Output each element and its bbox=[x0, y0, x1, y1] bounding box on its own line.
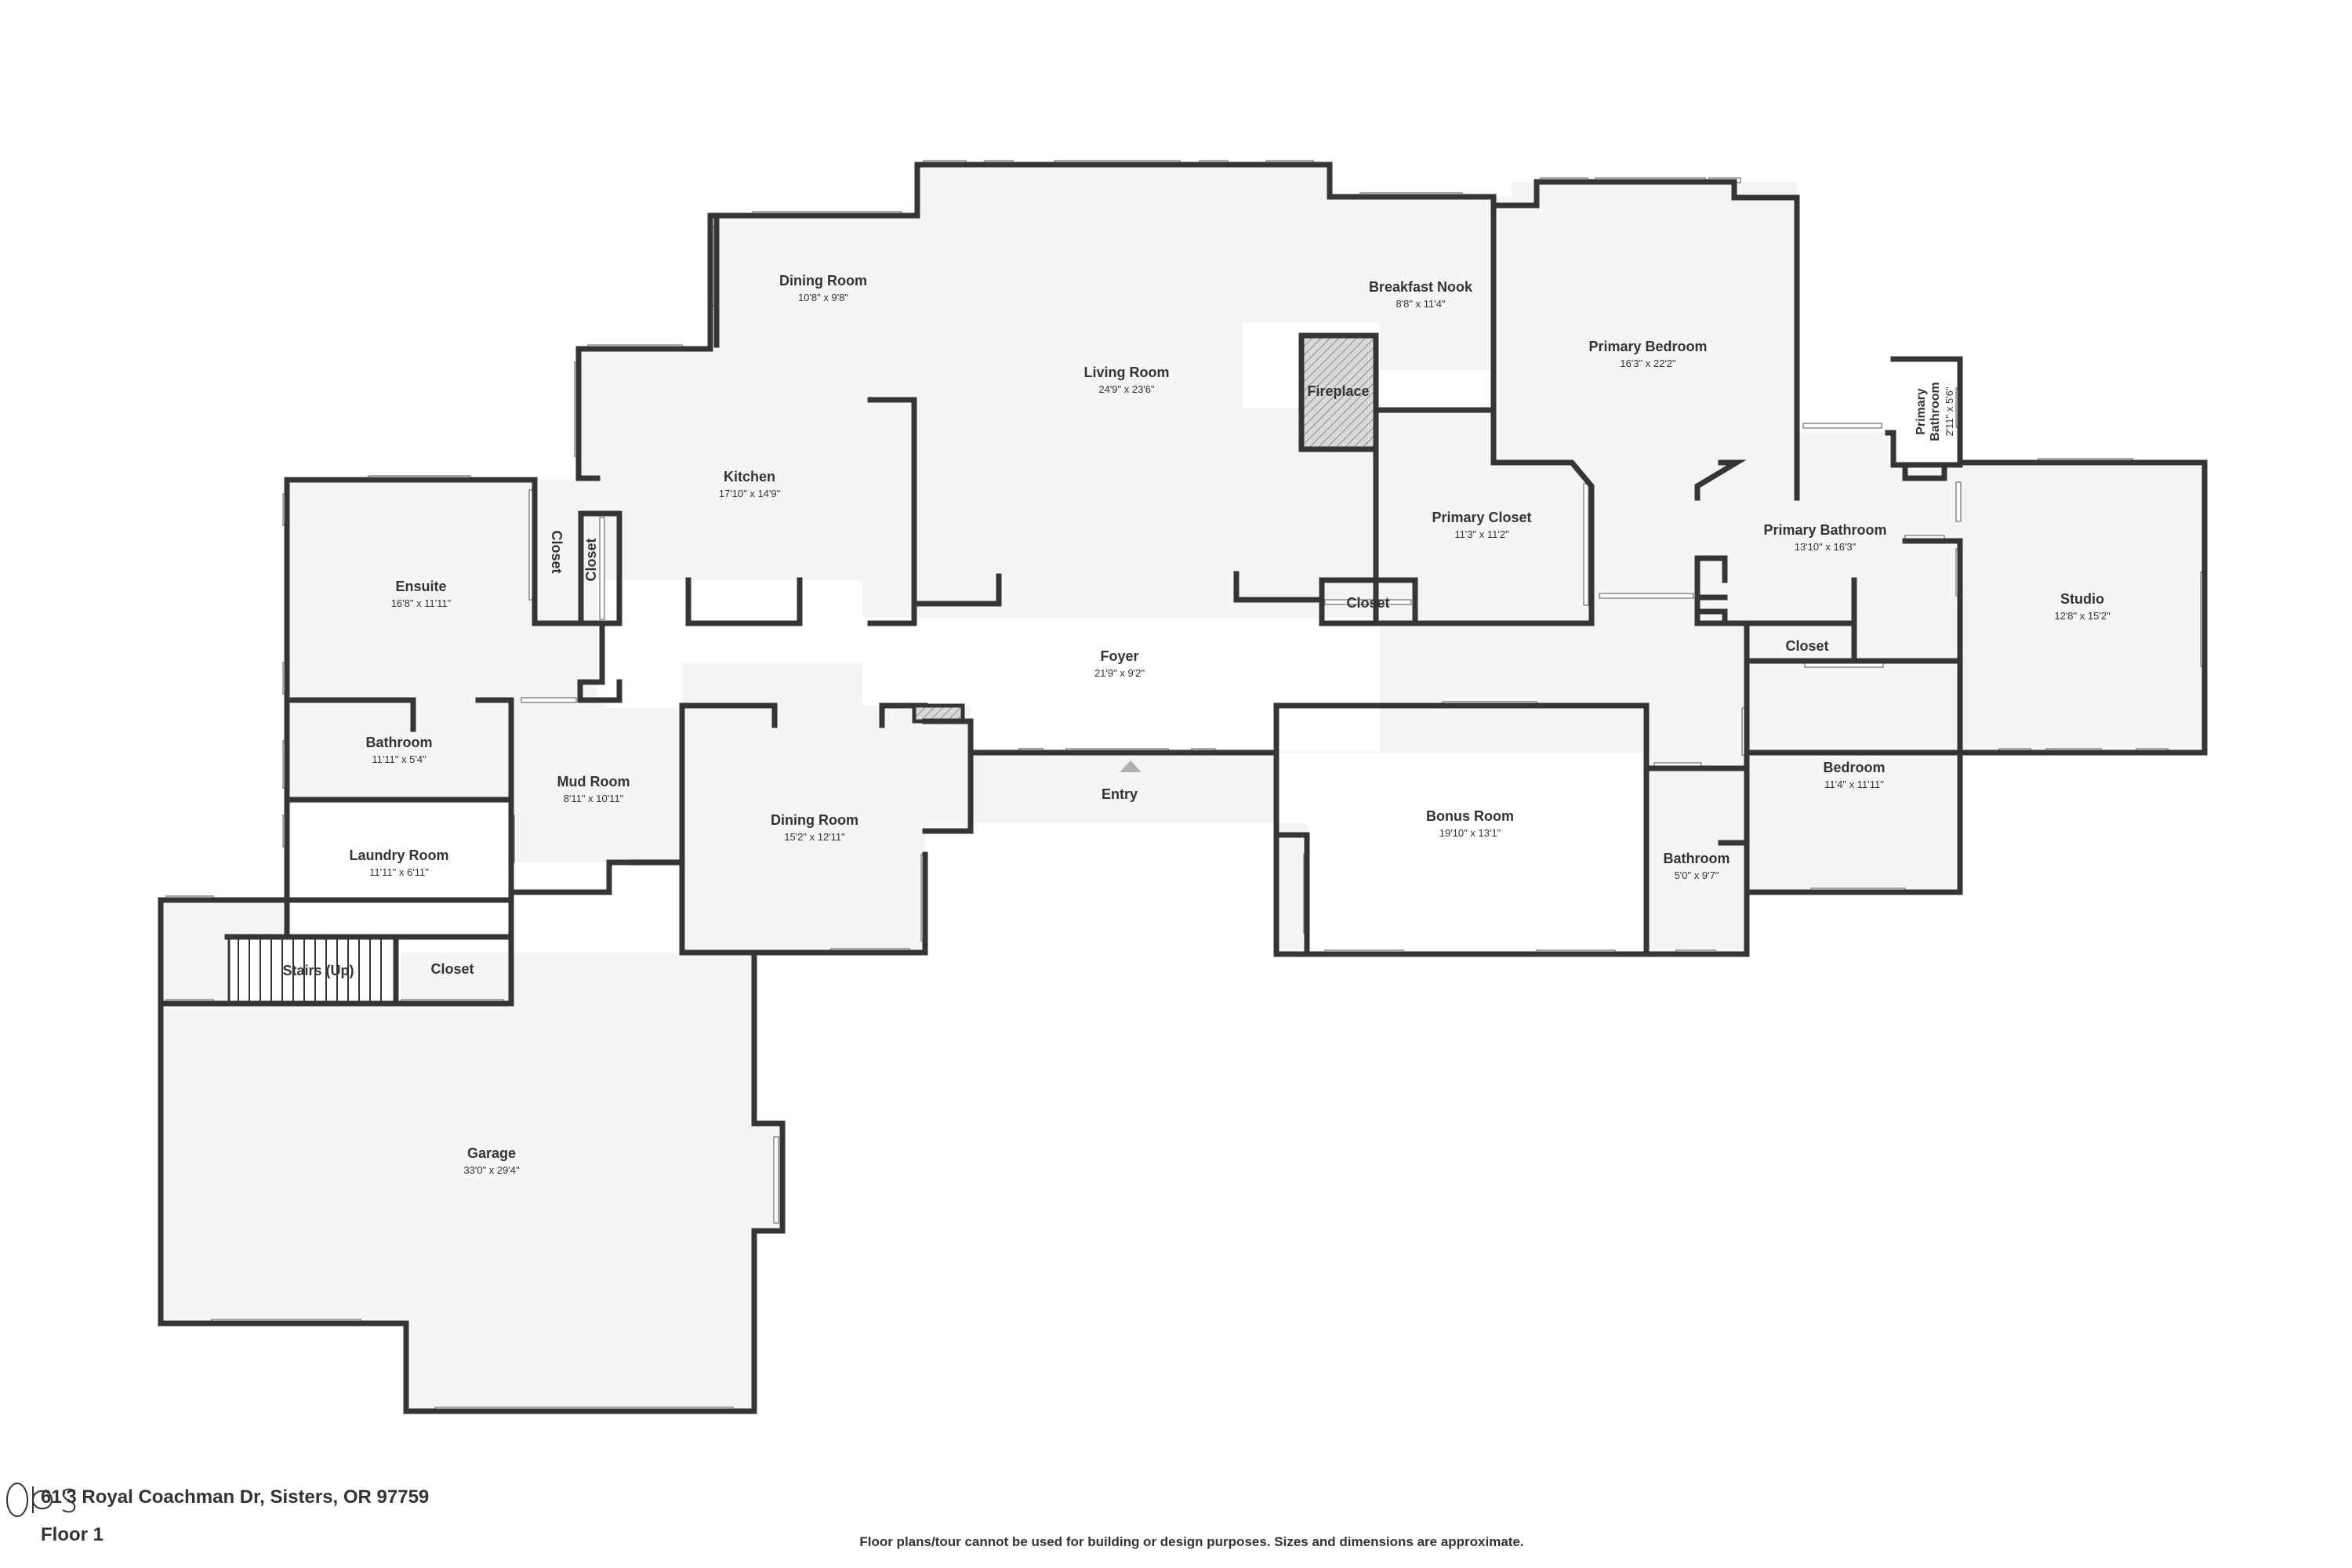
room-name-kitchen: Kitchen bbox=[724, 469, 775, 485]
room-name-primary-bathroom-small-2: Bathroom bbox=[1929, 382, 1942, 441]
room-dims-laundry-room: 11'11" x 6'11" bbox=[369, 866, 429, 878]
room-dims-bonus-room: 19'10" x 13'1" bbox=[1439, 827, 1501, 839]
stairs-label: Stairs (Up) bbox=[282, 963, 354, 978]
brand-logo-icon bbox=[6, 1483, 76, 1517]
room-name-dining-room-lower: Dining Room bbox=[771, 812, 858, 828]
room-dims-dining-room-lower: 15'2" x 12'11" bbox=[784, 831, 845, 843]
closet-label-foyer: Closet bbox=[1346, 595, 1389, 611]
room-dims-dining-room-top: 10'8" x 9'8" bbox=[798, 292, 848, 303]
room-name-bonus-room: Bonus Room bbox=[1426, 808, 1514, 824]
room-dims-mud-room: 8'11" x 10'11" bbox=[564, 793, 624, 804]
room-dims-bathroom-right: 5'0" x 9'7" bbox=[1675, 869, 1719, 881]
room-labels: Dining Room 10'8" x 9'8" Breakfast Nook … bbox=[282, 273, 2111, 1176]
floor-fills bbox=[161, 165, 2205, 1411]
closet-label-ensuite-1: Closet bbox=[549, 530, 564, 573]
room-name-foyer: Foyer bbox=[1100, 648, 1138, 664]
room-dims-primary-bathroom: 13'10" x 16'3" bbox=[1795, 541, 1857, 553]
room-dims-foyer: 21'9" x 9'2" bbox=[1094, 667, 1145, 679]
room-name-bathroom-left: Bathroom bbox=[366, 735, 433, 750]
stair-treads bbox=[227, 937, 396, 1004]
property-address: 61'3 Royal Coachman Dr, Sisters, OR 9775… bbox=[41, 1486, 430, 1508]
entry-label: Entry bbox=[1102, 786, 1138, 802]
room-name-studio: Studio bbox=[2060, 591, 2104, 607]
room-name-garage: Garage bbox=[467, 1145, 516, 1161]
room-name-primary-bathroom-small: Primary bbox=[1915, 388, 1928, 435]
room-name-living-room: Living Room bbox=[1084, 365, 1170, 380]
floor-label: Floor 1 bbox=[41, 1524, 104, 1545]
room-name-dining-room-top: Dining Room bbox=[779, 273, 867, 289]
closet-label-bedroom: Closet bbox=[1785, 638, 1828, 654]
room-dims-primary-bedroom: 16'3" x 22'2" bbox=[1620, 358, 1676, 369]
room-name-primary-bathroom: Primary Bathroom bbox=[1763, 522, 1886, 538]
room-dims-living-room: 24'9" x 23'6" bbox=[1098, 383, 1155, 395]
fireplace-label: Fireplace bbox=[1307, 383, 1369, 399]
room-dims-breakfast-nook: 8'8" x 11'4" bbox=[1396, 298, 1445, 310]
room-name-breakfast-nook: Breakfast Nook bbox=[1369, 279, 1473, 295]
room-dims-bathroom-left: 11'11" x 5'4" bbox=[372, 753, 426, 765]
room-name-laundry-room: Laundry Room bbox=[349, 848, 448, 863]
room-dims-ensuite: 16'8" x 11'11" bbox=[391, 597, 452, 609]
room-dims-garage: 33'0" x 29'4" bbox=[463, 1164, 520, 1176]
room-dims-primary-closet: 11'3" x 11'2" bbox=[1454, 528, 1509, 540]
room-name-primary-closet: Primary Closet bbox=[1432, 510, 1531, 525]
room-dims-kitchen: 17'10" x 14'9" bbox=[719, 488, 781, 499]
room-dims-primary-bathroom-small: 2'11" x 5'6" bbox=[1944, 387, 1955, 436]
room-name-bathroom-right: Bathroom bbox=[1664, 851, 1730, 866]
room-name-ensuite: Ensuite bbox=[395, 579, 446, 594]
closet-label-garage: Closet bbox=[430, 961, 474, 977]
room-dims-bedroom: 11'4" x 11'11" bbox=[1824, 779, 1884, 790]
room-name-mud-room: Mud Room bbox=[557, 774, 630, 789]
room-dims-studio: 12'8" x 15'2" bbox=[2054, 610, 2111, 622]
closet-label-ensuite-2: Closet bbox=[583, 538, 599, 581]
walls bbox=[158, 162, 2208, 1414]
room-name-bedroom: Bedroom bbox=[1823, 760, 1885, 775]
room-name-primary-bedroom: Primary Bedroom bbox=[1588, 339, 1707, 354]
triangle-up-icon bbox=[1120, 760, 1142, 772]
disclaimer: Floor plans/tour cannot be used for buil… bbox=[859, 1534, 1524, 1549]
